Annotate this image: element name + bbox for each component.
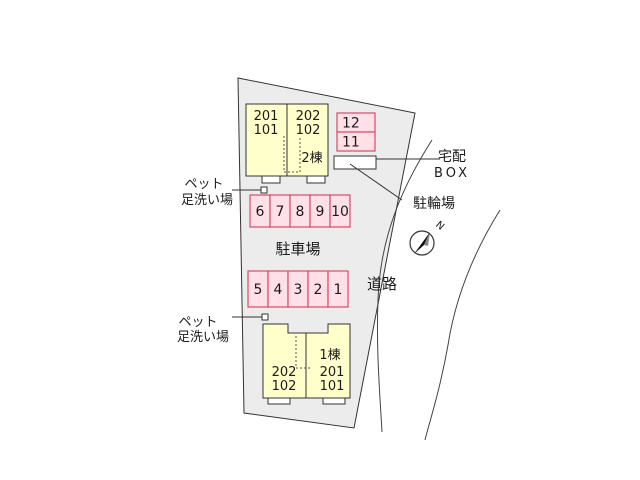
parking-upper-space-10 (329, 194, 351, 228)
building-2: 201 101 202 102 2棟 (245, 103, 329, 184)
building-1: 1棟 202 102 201 101 (262, 323, 351, 405)
unit-1-101: 101 (320, 379, 345, 394)
building-2-balcony-right (306, 175, 326, 184)
bicycle-parking-area (333, 155, 377, 170)
parking-lower-space-label-3: 3 (294, 282, 303, 298)
parking-lower-space-label-4: 4 (274, 282, 283, 298)
building-1-name: 1棟 (319, 348, 340, 363)
parking-side-space-label-11: 11 (342, 135, 360, 151)
parking-upper-space-label-7: 7 (276, 204, 285, 220)
parking-upper-space-label-10: 10 (331, 204, 349, 220)
parking-upper-space-label-9: 9 (316, 204, 325, 220)
unit-2-201: 201 (254, 109, 279, 124)
delivery-box-label-1: 宅配 (438, 149, 466, 165)
bicycle-parking-leader (349, 163, 403, 201)
building-1-balcony-left (267, 397, 291, 405)
bicycle-parking-label: 駐輪場 (413, 195, 455, 212)
pet-wash-top-marker (260, 186, 268, 194)
parking-side-space-11 (336, 131, 376, 152)
compass-needle (414, 232, 430, 254)
parking-side-space-label-12: 12 (342, 116, 360, 132)
road-edge-left (376, 139, 433, 433)
unit-1-201: 201 (320, 365, 345, 380)
road-edge-right (424, 209, 501, 441)
pet-wash-bottom-label-2: 足洗い場 (177, 330, 229, 345)
building-2-balcony-left (261, 175, 281, 184)
unit-1-202: 202 (272, 365, 297, 380)
building-2-name: 2棟 (301, 151, 322, 166)
parking-upper-space-label-8: 8 (296, 204, 305, 220)
bicycle-parking: 駐輪場 (333, 155, 455, 212)
unit-1-102: 102 (272, 379, 297, 394)
parking-lower-space-label-5: 5 (254, 282, 263, 298)
unit-2-101: 101 (254, 123, 279, 138)
unit-2-102: 102 (296, 123, 321, 138)
building-2-stair (283, 136, 301, 173)
compass-north-label: N (433, 219, 446, 232)
delivery-box-label-2: BOX (434, 166, 470, 181)
building-1-balcony-right (322, 397, 346, 405)
parking-upper-space-label-6: 6 (256, 204, 265, 220)
parking-lot-label: 駐車場 (275, 240, 320, 258)
pet-wash-bottom: ペット 足洗い場 (177, 313, 269, 345)
pet-wash-bottom-marker (261, 313, 269, 321)
parking-lower-space-label-2: 2 (314, 282, 323, 298)
road-label: 道路 (367, 275, 397, 293)
unit-2-202: 202 (296, 109, 321, 124)
pet-wash-top-label-2: 足洗い場 (181, 193, 233, 208)
compass-needle-tail (424, 232, 430, 246)
parking-lower-space-label-1: 1 (334, 282, 343, 298)
pet-wash-bottom-label-1: ペット (178, 315, 217, 330)
pet-wash-top-label-1: ペット (184, 177, 223, 192)
parking-lower-space-1 (327, 270, 349, 308)
building-1-stair (295, 336, 312, 369)
pet-wash-top: ペット 足洗い場 (181, 177, 268, 208)
north-arrow-icon: N (409, 219, 446, 256)
